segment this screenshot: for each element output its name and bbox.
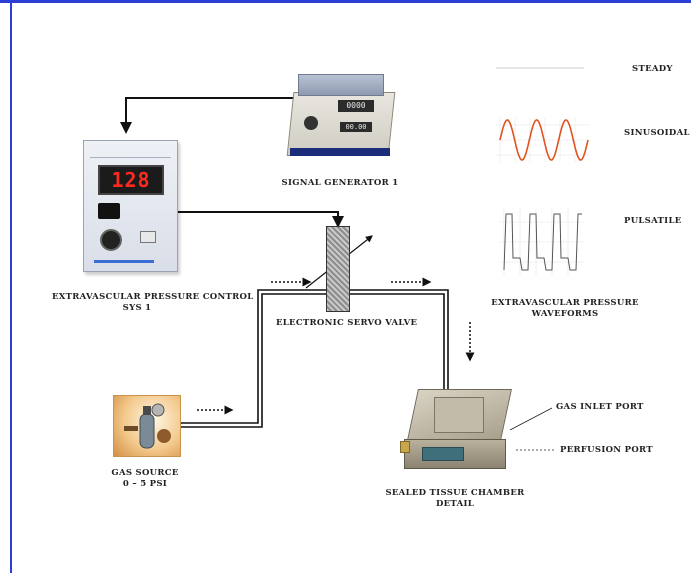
- gas-source-image: [113, 395, 181, 457]
- power-switch: [98, 203, 120, 219]
- gas-source-label: GAS SOURCE 0 – 5 PSI: [95, 468, 195, 490]
- pulsatile-waveform: [500, 206, 584, 276]
- generator-display: 0000: [338, 100, 374, 112]
- chamber-window: [422, 447, 464, 461]
- controller-label: EXTRAVASCULAR PRESSURE CONTROL SYS 1: [52, 292, 254, 314]
- control-knob-icon: [100, 229, 122, 251]
- tissue-chamber: [400, 383, 514, 475]
- pressure-controller: 128: [83, 140, 178, 272]
- signal-generator: 0000 00.00: [286, 72, 396, 162]
- chamber-label: SEALED TISSUE CHAMBER DETAIL: [380, 488, 530, 510]
- gas-cylinder-icon: [124, 403, 171, 449]
- chamber-well: [434, 397, 484, 433]
- gas-line-inner: [181, 293, 326, 428]
- generator-lid: [298, 74, 384, 96]
- generator-to-controller-wire: [120, 97, 300, 134]
- generator-base: [290, 148, 390, 156]
- controller-label-line1: EXTRAVASCULAR PRESSURE CONTROL: [52, 292, 254, 302]
- generator-display-secondary: 00.00: [340, 122, 372, 132]
- gas-inlet-port-label: GAS INLET PORT: [556, 402, 644, 412]
- controller-header: [90, 147, 171, 158]
- chamber-label-line1: SEALED TISSUE CHAMBER: [385, 488, 525, 498]
- controller-label-line2: SYS 1: [122, 303, 152, 313]
- servo-valve: [326, 226, 350, 312]
- gas-inlet-leader: [509, 407, 553, 431]
- generator-label: SIGNAL GENERATOR 1: [281, 178, 399, 188]
- controller-display: 128: [98, 165, 164, 195]
- pulsatile-label: PULSATILE: [624, 216, 682, 226]
- gas-line-outer: [181, 289, 326, 424]
- valve-line-inner: [348, 293, 445, 390]
- waveforms-caption: EXTRAVASCULAR PRESSURE WAVEFORMS: [490, 298, 640, 320]
- controller-stripe: [94, 260, 154, 263]
- waveforms-caption-line2: WAVEFORMS: [531, 309, 599, 319]
- valve-line-outer: [348, 289, 449, 390]
- valve-label: ELECTRONIC SERVO VALVE: [276, 318, 418, 328]
- steady-label: STEADY: [632, 64, 673, 74]
- generator-dial-icon: [304, 116, 318, 130]
- perfusion-port-label: PERFUSION PORT: [560, 445, 653, 455]
- waveforms-caption-line1: EXTRAVASCULAR PRESSURE: [491, 298, 639, 308]
- sinusoidal-label: SINUSOIDAL: [624, 128, 690, 138]
- sinusoidal-waveform: [496, 118, 590, 162]
- controller-to-valve-wire: [176, 211, 344, 228]
- gas-source-label-line1: GAS SOURCE: [111, 468, 179, 478]
- chamber-label-line2: DETAIL: [435, 499, 475, 509]
- gas-source-label-line2: 0 – 5 PSI: [122, 479, 168, 489]
- chamber-fitting: [400, 441, 410, 453]
- frame-left-border: [10, 0, 12, 573]
- controller-port: [140, 231, 156, 243]
- frame-top-border: [0, 0, 691, 3]
